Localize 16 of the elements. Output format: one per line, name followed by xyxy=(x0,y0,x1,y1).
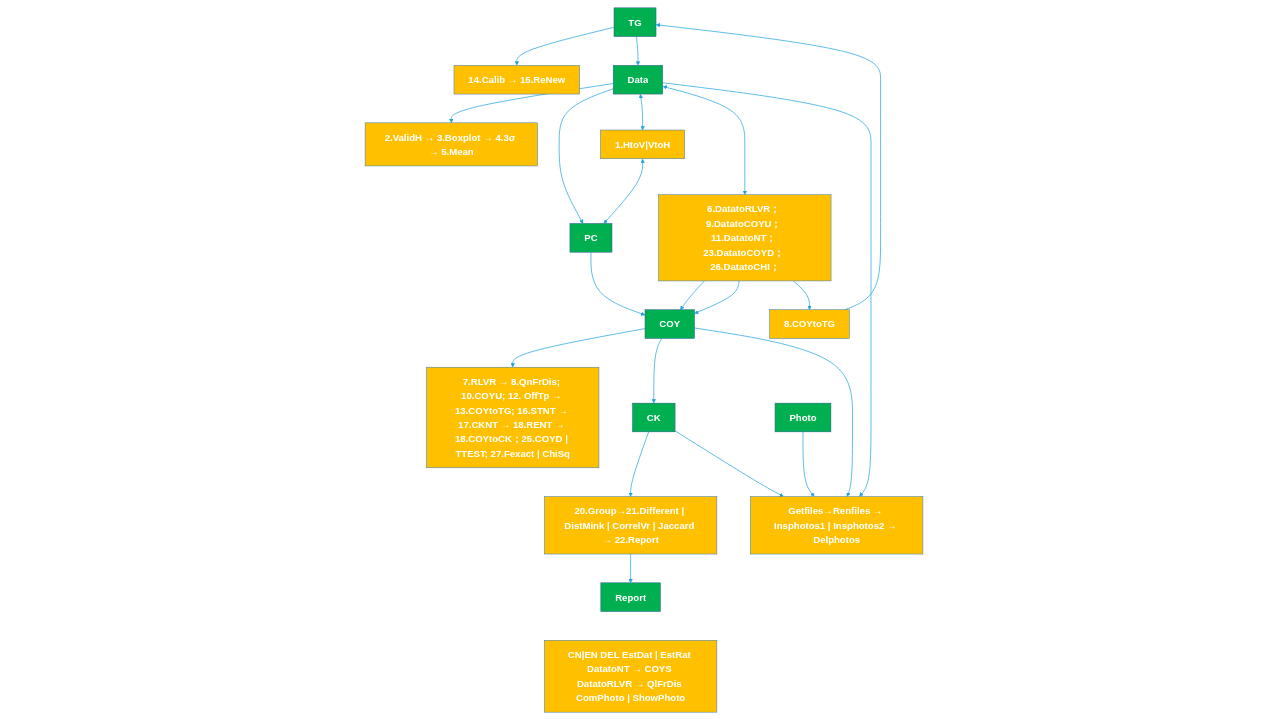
node-box: 1.HtoV|VtoH xyxy=(600,129,685,159)
node-box: 14.Calib → 15.ReNew xyxy=(453,64,580,94)
node-box: Photo xyxy=(774,402,832,432)
node-box: Report xyxy=(600,582,661,612)
node-box: 6.DatatoRLVR； 9.DatatoCOYU； 11.DatatoNT； 23.DatatoCOYD； 26.DatatoCHI； xyxy=(658,193,832,281)
node-box: 8.COYtoTG xyxy=(769,308,850,339)
node-box: Data xyxy=(612,64,663,94)
node-box: COY xyxy=(644,308,695,339)
node-box: Getfiles→Renfiles → Insphotos1 | Insphotos2 → Delphotos xyxy=(750,495,924,554)
node-box: 2.ValidH → 3.Boxplot → 4.3σ → 5.Mean xyxy=(364,122,538,166)
node-box: CK xyxy=(632,402,676,432)
node-box: TG xyxy=(613,7,657,37)
node-box: 7.RLVR → 8.QnFrDis; 10.COYU; 12. OffTp → 13.COYtoTG; 16.STNT → 17.CKNT → 18.RENT → 18.COYtoCK；25.COYD | TTEST; 27.Fexact | ChiSq xyxy=(426,366,600,468)
node-box: CN|EN DEL EstDat | EstRat DatatoNT → COYS DatatoRLVR → QlFrDis ComPhoto | ShowPhoto xyxy=(544,639,718,712)
node-box: 20.Group→21.Different | DistMink | CorrelVr | Jaccard → 22.Report xyxy=(544,495,718,554)
node-box: PC xyxy=(569,222,613,252)
